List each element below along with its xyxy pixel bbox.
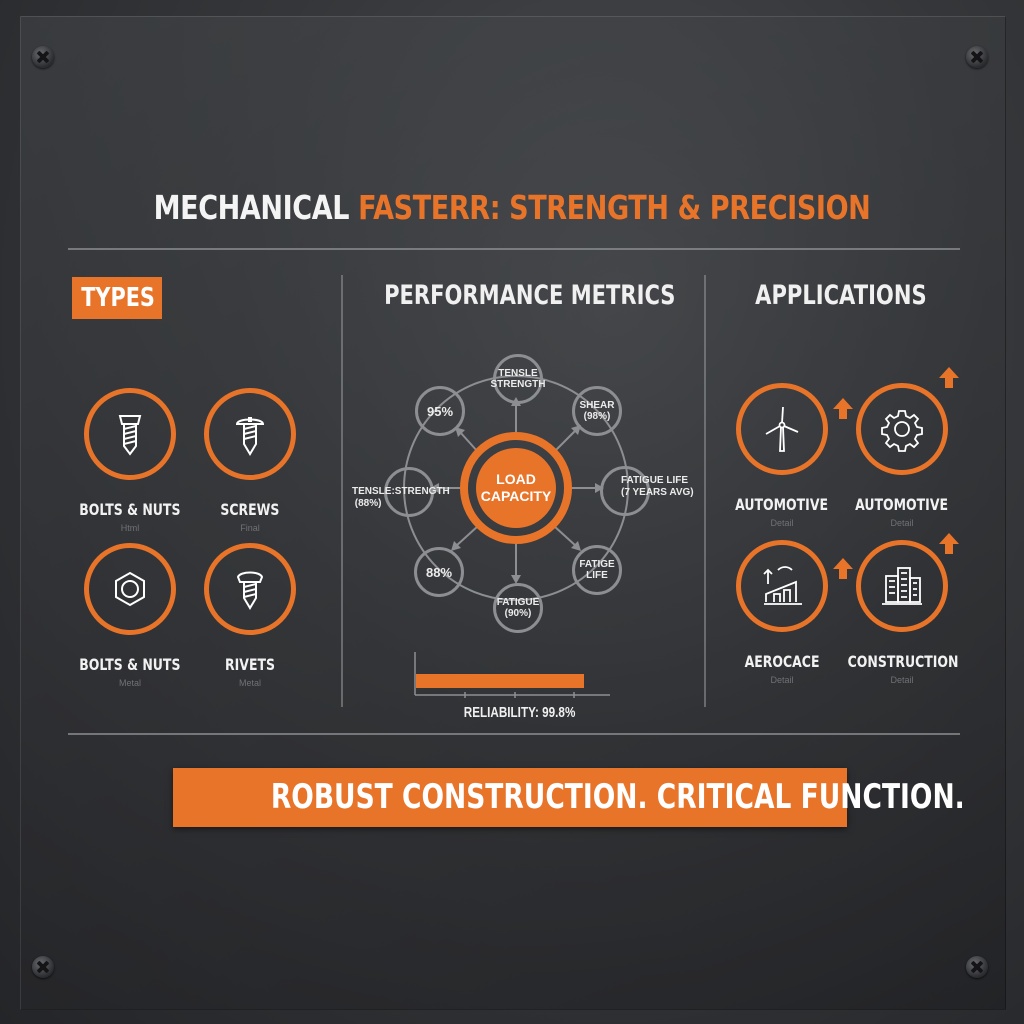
tagline-banner: ROBUST CONSTRUCTION. CRITICAL FUNCTION. bbox=[173, 768, 965, 827]
rivet-icon bbox=[204, 543, 296, 635]
metrics-heading: PERFORMANCE METRICS bbox=[384, 280, 676, 311]
wind-turbine-icon bbox=[736, 383, 828, 475]
metric-node-shear: SHEAR(98%) bbox=[572, 386, 622, 436]
divider-top bbox=[68, 248, 960, 250]
metric-label-fatigue-life: FATIGUE LIFE(7 YEARS AVG) bbox=[621, 475, 694, 498]
type-item-bolts-nuts: BOLTS & NUTS Html bbox=[60, 388, 200, 533]
metric-node-left-ring bbox=[384, 467, 434, 517]
screw-icon bbox=[204, 388, 296, 480]
bolt-icon bbox=[84, 388, 176, 480]
types-heading: TYPES bbox=[72, 277, 162, 319]
divider-bottom bbox=[68, 733, 960, 735]
type-item-screws: SCREWS Final bbox=[180, 388, 320, 533]
screw-icon bbox=[32, 956, 54, 978]
arrow-up-icon bbox=[833, 398, 853, 419]
metric-node-right-ring bbox=[600, 466, 650, 516]
metric-label-tensile-strength-88: TENSLE:STRENGTH (88%) bbox=[352, 486, 450, 509]
page-title: MECHANICAL FASTERR: STRENGTH & PRECISION bbox=[92, 188, 932, 227]
metric-node-fatigue: FATIGUE(90%) bbox=[493, 583, 543, 633]
type-item-rivets: RIVETS Metal bbox=[180, 543, 320, 688]
load-capacity-ring bbox=[460, 432, 572, 544]
buildings-icon bbox=[856, 540, 948, 632]
title-orange-part: FASTERR: STRENGTH & PRECISION bbox=[358, 188, 871, 227]
applications-heading: APPLICATIONS bbox=[755, 280, 927, 311]
application-item-aerospace: AEROCACE Detail bbox=[712, 540, 852, 685]
arrow-up-icon bbox=[939, 367, 959, 388]
growth-chart-icon bbox=[736, 540, 828, 632]
arrow-up-icon bbox=[939, 533, 959, 554]
reliability-label: RELIABILITY: 99.8% bbox=[464, 704, 576, 721]
reliability-bar bbox=[416, 674, 584, 688]
screw-icon bbox=[32, 46, 54, 68]
arrow-up-icon bbox=[833, 558, 853, 579]
application-item-automotive-1: AUTOMOTIVE Detail bbox=[712, 383, 852, 528]
metric-node-95: 95% bbox=[415, 386, 465, 436]
gear-icon bbox=[856, 383, 948, 475]
hex-nut-icon bbox=[84, 543, 176, 635]
type-item-nuts: BOLTS & NUTS Metal bbox=[60, 543, 200, 688]
application-item-construction: CONSTRUCTION Detail bbox=[832, 540, 972, 685]
screw-icon bbox=[966, 956, 988, 978]
title-white-part: MECHANICAL bbox=[153, 188, 359, 227]
column-divider-right bbox=[704, 275, 706, 707]
screw-icon bbox=[966, 46, 988, 68]
column-divider-left bbox=[341, 275, 343, 707]
metric-node-88: 88% bbox=[414, 547, 464, 597]
application-item-automotive-2: AUTOMOTIVE Detail bbox=[832, 383, 972, 528]
